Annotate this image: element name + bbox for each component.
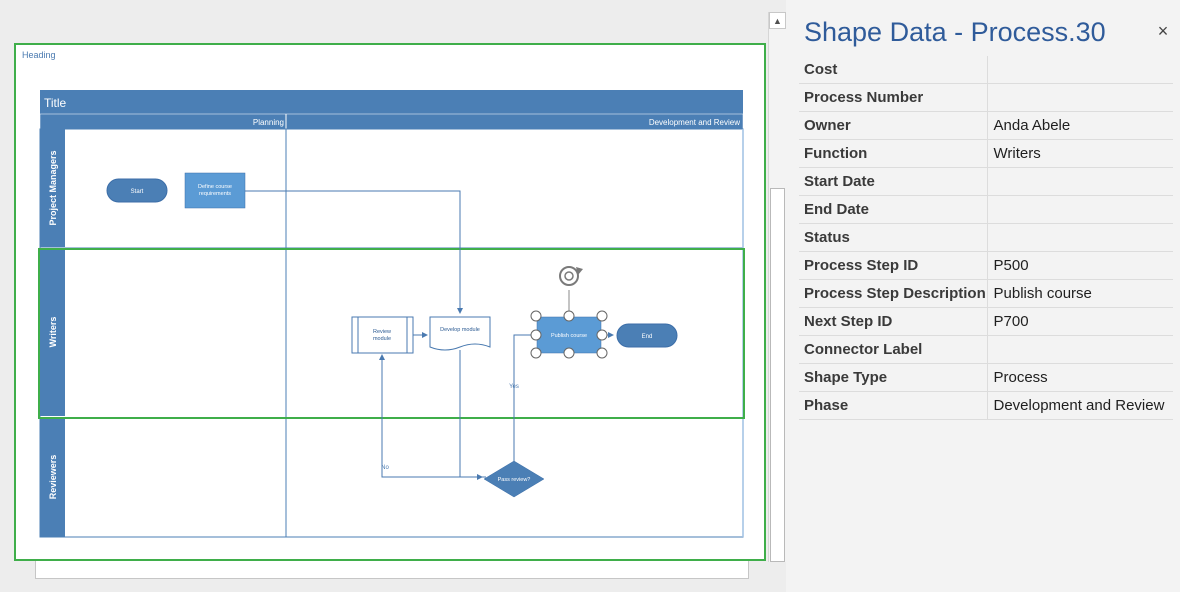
drawing-canvas[interactable]: Heading Title Planning Development and R… — [0, 0, 768, 592]
phase-planning-label[interactable]: Planning — [253, 118, 284, 127]
connector-label-yes: Yes — [509, 384, 519, 390]
shape-data-value[interactable] — [987, 56, 1173, 84]
lane-label-writers: Writers — [48, 317, 58, 348]
vertical-scrollbar[interactable]: ▲ — [768, 12, 786, 562]
drawing-page[interactable]: Heading Title Planning Development and R… — [14, 43, 766, 561]
phase-development-label[interactable]: Development and Review — [649, 118, 740, 127]
pass-review-decision-shape[interactable] — [483, 460, 545, 498]
lane-label-project-managers: Project Managers — [48, 150, 58, 225]
shape-data-label: Process Step Description — [799, 279, 988, 308]
shape-data-label: Process Number — [799, 83, 988, 112]
start-label: Start — [131, 189, 144, 195]
shape-data-value[interactable]: Publish course — [987, 279, 1173, 308]
close-icon[interactable]: × — [1157, 21, 1169, 41]
shape-data-label: Process Step ID — [799, 251, 988, 280]
lane-header-reviewers[interactable] — [40, 418, 65, 537]
shape-data-value[interactable] — [987, 223, 1173, 252]
diagram-heading[interactable]: Heading — [22, 50, 56, 60]
shape-data-label: Status — [799, 223, 988, 252]
selection-handles[interactable] — [530, 310, 608, 359]
title-bar[interactable] — [40, 90, 743, 114]
end-label: End — [642, 334, 653, 340]
shape-data-value[interactable] — [987, 167, 1173, 196]
connector-yes[interactable] — [513, 332, 538, 461]
lane-header-project-managers[interactable] — [40, 129, 65, 247]
define-requirements-shape[interactable] — [184, 172, 246, 209]
end-shape[interactable] — [616, 323, 678, 348]
shape-data-row[interactable]: Process Number — [799, 83, 1173, 112]
review-label-line1: Review — [373, 329, 391, 335]
shape-data-value[interactable]: Process — [987, 363, 1173, 392]
scrollbar-thumb[interactable] — [770, 188, 785, 562]
connector-no[interactable] — [379, 354, 486, 478]
define-label-line1: Define course — [198, 184, 232, 190]
review-module-shape[interactable] — [351, 316, 414, 354]
shape-data-value[interactable]: Anda Abele — [987, 111, 1173, 140]
panel-title: Shape Data - Process.30 — [804, 17, 1106, 47]
shape-data-label: Connector Label — [799, 335, 988, 364]
shape-data-row[interactable]: Cost — [799, 56, 1173, 84]
develop-module-shape[interactable] — [429, 316, 491, 351]
shape-data-label: Shape Type — [799, 363, 988, 392]
start-shape[interactable] — [106, 178, 168, 203]
next-page-edge — [35, 560, 749, 579]
shape-data-value[interactable]: Development and Review — [987, 391, 1173, 420]
decision-label: Pass review? — [498, 477, 531, 483]
connector-define-to-develop[interactable] — [245, 190, 463, 314]
develop-label: Develop module — [440, 327, 480, 333]
writers-lane-selection — [38, 248, 745, 419]
chevron-up-icon[interactable]: ▲ — [769, 12, 786, 29]
lane-label-reviewers: Reviewers — [48, 455, 58, 500]
shape-data-value[interactable] — [987, 195, 1173, 224]
shape-data-label: Phase — [799, 391, 988, 420]
shape-data-label: Function — [799, 139, 988, 168]
shape-data-value[interactable] — [987, 83, 1173, 112]
shape-data-value[interactable]: Writers — [987, 139, 1173, 168]
shape-data-value[interactable]: P500 — [987, 251, 1173, 280]
diagram-title: Title — [44, 96, 67, 110]
cross-functional-flowchart[interactable]: Heading Title Planning Development and R… — [16, 45, 764, 559]
shape-data-value[interactable]: P700 — [987, 307, 1173, 336]
define-label-line2: requirements — [199, 191, 231, 197]
shape-data-label: Cost — [799, 56, 988, 84]
shape-data-label: Start Date — [799, 167, 988, 196]
shape-data-label: Next Step ID — [799, 307, 988, 336]
lane-header-writers[interactable] — [40, 248, 65, 416]
shape-data-label: End Date — [799, 195, 988, 224]
shape-data-label: Owner — [799, 111, 988, 140]
connector-label-no: No — [381, 465, 389, 471]
phase-header-row — [39, 113, 744, 130]
shape-data-row[interactable]: End Date — [799, 195, 1173, 224]
publish-label: Publish course — [551, 333, 587, 339]
rotate-icon[interactable] — [559, 266, 583, 286]
shape-data-value[interactable] — [987, 335, 1173, 364]
shape-data-row[interactable]: Connector Label — [799, 335, 1173, 364]
shape-data-row[interactable]: Start Date — [799, 167, 1173, 196]
shape-data-row[interactable]: Status — [799, 223, 1173, 252]
review-label-line2: module — [373, 336, 391, 342]
